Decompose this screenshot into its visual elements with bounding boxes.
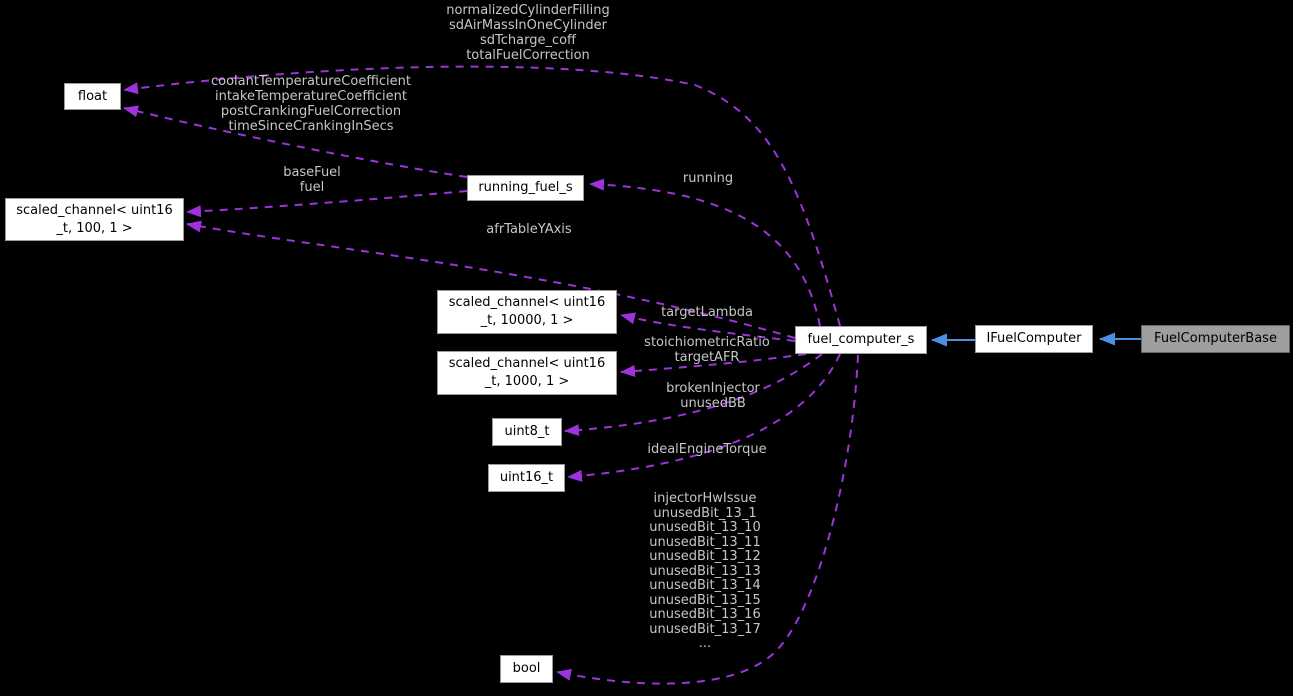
edge-label-stoichiometricratio-targetafr: stoichiometricRatio targetAFR xyxy=(644,335,770,365)
edge-fuel-computer-to-uint8 xyxy=(564,353,823,437)
node-label: float xyxy=(77,88,108,104)
edge-label-idealenginetorque: idealEngineTorque xyxy=(647,442,767,457)
edge-label-fuel-computer-to-float: normalizedCylinderFilling sdAirMassInOne… xyxy=(446,3,610,63)
node-uint8-t[interactable]: uint8_t xyxy=(492,418,562,446)
edge-label-brokeninjector-unusedbb: brokenInjector unusedBB xyxy=(666,381,760,411)
node-fuelcomputerbase: FuelComputerBase xyxy=(1141,325,1290,353)
node-label: IFuelComputer xyxy=(986,331,1082,346)
edge-running-fuel-to-float xyxy=(123,105,468,178)
edge-label-running: running xyxy=(682,171,734,186)
node-scaled-channel-uint16-100[interactable]: scaled_channel< uint16 _t, 100, 1 > xyxy=(5,198,184,241)
node-float[interactable]: float xyxy=(64,83,121,110)
node-scaled-channel-uint16-1000[interactable]: scaled_channel< uint16 _t, 1000, 1 > xyxy=(437,351,617,395)
edge-label-running-fuel-to-float: coolantTemperatureCoefficient intakeTemp… xyxy=(210,74,411,134)
node-label-line1: scaled_channel< uint16 xyxy=(448,295,606,310)
edge-fuel-computer-to-bool xyxy=(556,354,859,685)
edge-label-basefuel-fuel: baseFuel fuel xyxy=(283,165,341,195)
edge-fuel-computer-to-running-fuel xyxy=(589,178,821,327)
node-label: running_fuel_s xyxy=(478,180,573,195)
edge-fuel-computer-to-float xyxy=(123,65,841,327)
node-label: fuel_computer_s xyxy=(807,332,915,347)
node-scaled-channel-uint16-10000[interactable]: scaled_channel< uint16 _t, 10000, 1 > xyxy=(437,290,617,334)
edge-label-afrtableyaxis: afrTableYAxis xyxy=(486,222,572,237)
node-label-line2: _t, 1000, 1 > xyxy=(484,374,570,389)
node-bool[interactable]: bool xyxy=(500,655,553,683)
node-uint16-t[interactable]: uint16_t xyxy=(488,464,565,492)
node-label-line2: _t, 10000, 1 > xyxy=(480,313,574,328)
edge-label-targetlambda: targetLambda xyxy=(661,305,753,320)
node-label-line1: scaled_channel< uint16 xyxy=(448,356,606,371)
edge-label-bool-fields: injectorHwIssue unusedBit_13_1 unusedBit… xyxy=(649,491,761,651)
node-label: bool xyxy=(512,661,541,676)
node-label: FuelComputerBase xyxy=(1154,331,1277,346)
node-label: uint16_t xyxy=(499,470,554,485)
node-label: uint8_t xyxy=(504,424,550,439)
node-ifuelcomputer[interactable]: IFuelComputer xyxy=(975,325,1093,353)
node-fuel-computer-s[interactable]: fuel_computer_s xyxy=(795,326,927,354)
edge-running-fuel-to-scaled-channel-100 xyxy=(186,190,468,218)
node-label-line2: _t, 100, 1 > xyxy=(56,220,133,236)
node-label-line1: scaled_channel< uint16 xyxy=(16,202,173,218)
edge-fuel-computer-to-scaled-channel-10000 xyxy=(620,312,796,342)
edge-fuel-computer-to-scaled-channel-100 xyxy=(186,220,796,339)
edge-fuel-computer-to-uint16 xyxy=(567,353,841,482)
edge-fuel-computer-to-scaled-channel-1000 xyxy=(620,353,807,377)
node-running-fuel-s[interactable]: running_fuel_s xyxy=(467,175,584,201)
